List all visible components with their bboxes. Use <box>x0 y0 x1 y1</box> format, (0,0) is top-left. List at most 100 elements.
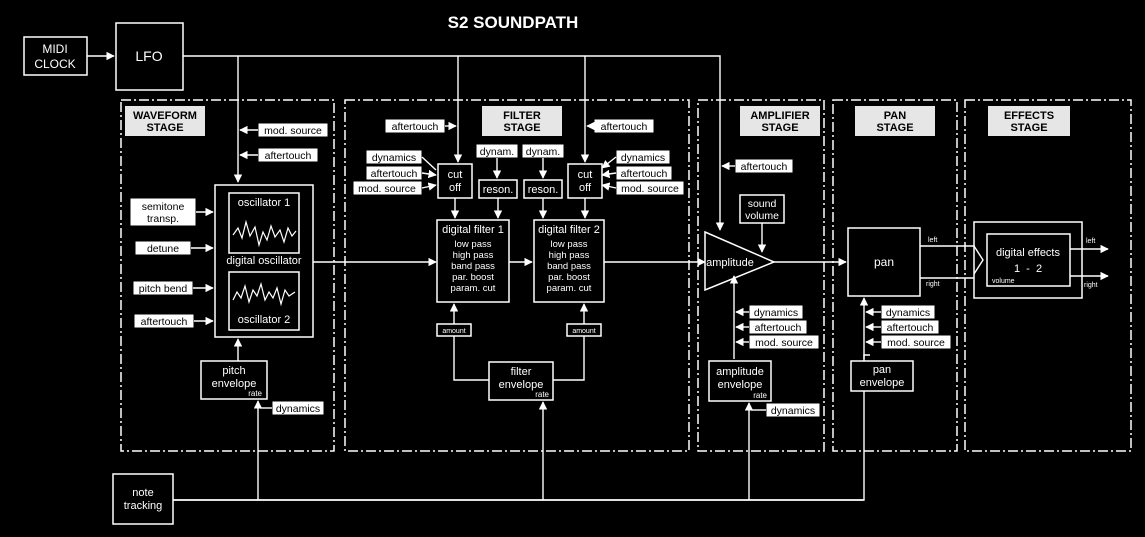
effects-one-two-label: 1 - 2 <box>1014 263 1042 275</box>
midi-clock-label-2: CLOCK <box>34 57 75 71</box>
amplifier-stage <box>697 99 825 452</box>
amount-left-label: amount <box>442 328 465 335</box>
amp-aftertouch-text: aftertouch <box>741 161 788 173</box>
amplitude-triangle <box>704 230 776 292</box>
digital-filter2-box <box>533 219 605 303</box>
filter1-mode-1: low pass <box>455 239 492 250</box>
dynam-left-text: dynam. <box>480 146 514 158</box>
amp-aftertouch2-text: aftertouch <box>755 322 802 334</box>
oscillator2-box <box>228 271 300 331</box>
semitone-text: semitone <box>142 201 185 213</box>
filter-aftertouch-right-text: aftertouch <box>601 121 648 133</box>
pitch-envelope-rate: rate <box>248 389 262 398</box>
effects-stage-title: EFFECTS <box>1004 110 1054 122</box>
amplifier-stage-title: AMPLIFIER <box>750 110 809 122</box>
digital-effects-label: digital effects <box>996 247 1061 259</box>
amp-envelope-box <box>708 360 772 402</box>
filter-dynamics-right-text: dynamics <box>621 152 665 164</box>
note-tracking-box <box>112 473 174 525</box>
filter-stage-title: FILTER <box>503 110 541 122</box>
amplifier-stage-title-2: STAGE <box>761 122 798 134</box>
pan-label: pan <box>874 255 894 269</box>
pitch-envelope-box <box>200 360 268 400</box>
filter-aftertouch-right2-text: aftertouch <box>621 168 668 180</box>
pan-mod-source-text: mod. source <box>887 337 945 349</box>
pan-left-label: left <box>928 237 937 244</box>
pitch-envelope-label: pitch <box>222 365 245 377</box>
digital-filter2-title: digital filter 2 <box>538 224 600 236</box>
sound-volume-box <box>739 194 785 224</box>
oscillator1-box <box>228 192 300 254</box>
cutoff-left-box <box>437 163 473 199</box>
pan-aftertouch-text: aftertouch <box>887 322 934 334</box>
amp-dynamics-text: dynamics <box>754 307 798 319</box>
waveform-stage <box>120 99 335 452</box>
sound-volume-label: sound <box>748 198 777 210</box>
filter-envelope-label-2: envelope <box>499 379 544 391</box>
sound-volume-label-2: volume <box>745 210 779 222</box>
midi-clock-box <box>23 36 88 76</box>
digital-filter1-title: digital filter 1 <box>442 224 504 236</box>
pan-box <box>847 227 921 297</box>
filter-dynamics-left-text: dynamics <box>372 152 416 164</box>
digital-filter1-box <box>436 219 510 303</box>
filter1-mode-4: par. boost <box>452 272 494 283</box>
amp-dynamics2-text: dynamics <box>771 405 815 417</box>
filter1-mode-3: band pass <box>451 261 495 272</box>
filter2-mode-1: low pass <box>551 239 588 250</box>
amp-envelope-rate: rate <box>753 391 767 400</box>
filter-aftertouch-left2-text: aftertouch <box>371 168 418 180</box>
cutoff-left-label-2: off <box>449 182 462 194</box>
waveform-stage-title: WAVEFORM <box>133 110 197 122</box>
pitch-envelope-label-2: envelope <box>212 378 257 390</box>
filter-envelope-rate: rate <box>535 390 549 399</box>
digital-oscillator-label: digital oscillator <box>226 255 302 267</box>
cutoff-left-label: cut <box>448 169 463 181</box>
cutoff-right-box <box>567 163 603 199</box>
cutoff-right-label: cut <box>578 169 593 181</box>
waveform-aftertouch-text: aftertouch <box>141 316 188 328</box>
pan-stage-title: PAN <box>884 110 906 122</box>
filter-stage-title-2: STAGE <box>503 122 540 134</box>
filter1-mode-5: param. cut <box>451 283 496 294</box>
reson-right-label: reson. <box>528 184 559 196</box>
amp-mod-source-text: mod. source <box>755 337 813 349</box>
filter1-mode-2: high pass <box>453 250 494 261</box>
pan-stage <box>832 99 958 452</box>
oscillator1-label: oscillator 1 <box>238 197 291 209</box>
oscillator2-label: oscillator 2 <box>238 314 291 326</box>
effects-volume-label: volume <box>992 278 1015 285</box>
filter-envelope-box <box>488 361 554 401</box>
reson-left-label: reson. <box>483 184 514 196</box>
diagram-title: S2 SOUNDPATH <box>448 13 579 32</box>
semitone-text-2: transp. <box>147 213 179 225</box>
oscillator1-waveform <box>232 219 297 248</box>
waveform-stage-title-2: STAGE <box>146 122 183 134</box>
effects-stage <box>964 99 1132 452</box>
semitone-label <box>129 197 197 227</box>
pan-dynamics-text: dynamics <box>886 307 930 319</box>
waveform-mod-source-text: mod. source <box>264 125 322 137</box>
pan-stage-title-2: STAGE <box>876 122 913 134</box>
filter2-mode-4: par. boost <box>548 272 590 283</box>
waveform-dynamics-text: dynamics <box>276 403 320 415</box>
note-tracking-label-2: tracking <box>124 500 163 512</box>
pan-envelope-label-2: envelope <box>860 377 905 389</box>
amp-envelope-label-2: envelope <box>718 379 763 391</box>
digital-effects-box <box>986 233 1071 287</box>
waveform-aftertouch-top-text: aftertouch <box>265 150 312 162</box>
note-tracking-label: note <box>132 487 153 499</box>
pan-right-label: right <box>926 281 940 288</box>
amplitude-label: amplitude <box>706 257 754 269</box>
oscillator2-waveform <box>232 281 296 307</box>
filter2-mode-3: band pass <box>547 261 591 272</box>
amp-envelope-label: amplitude <box>716 366 764 378</box>
filter2-mode-2: high pass <box>549 250 590 261</box>
effects-right-label: right <box>1084 282 1098 289</box>
detune-text: detune <box>147 243 179 255</box>
pan-envelope-label: pan <box>873 364 891 376</box>
cutoff-right-label-2: off <box>579 182 592 194</box>
filter-mod-source-right-text: mod. source <box>621 183 679 195</box>
effects-left-label: left <box>1086 238 1095 245</box>
